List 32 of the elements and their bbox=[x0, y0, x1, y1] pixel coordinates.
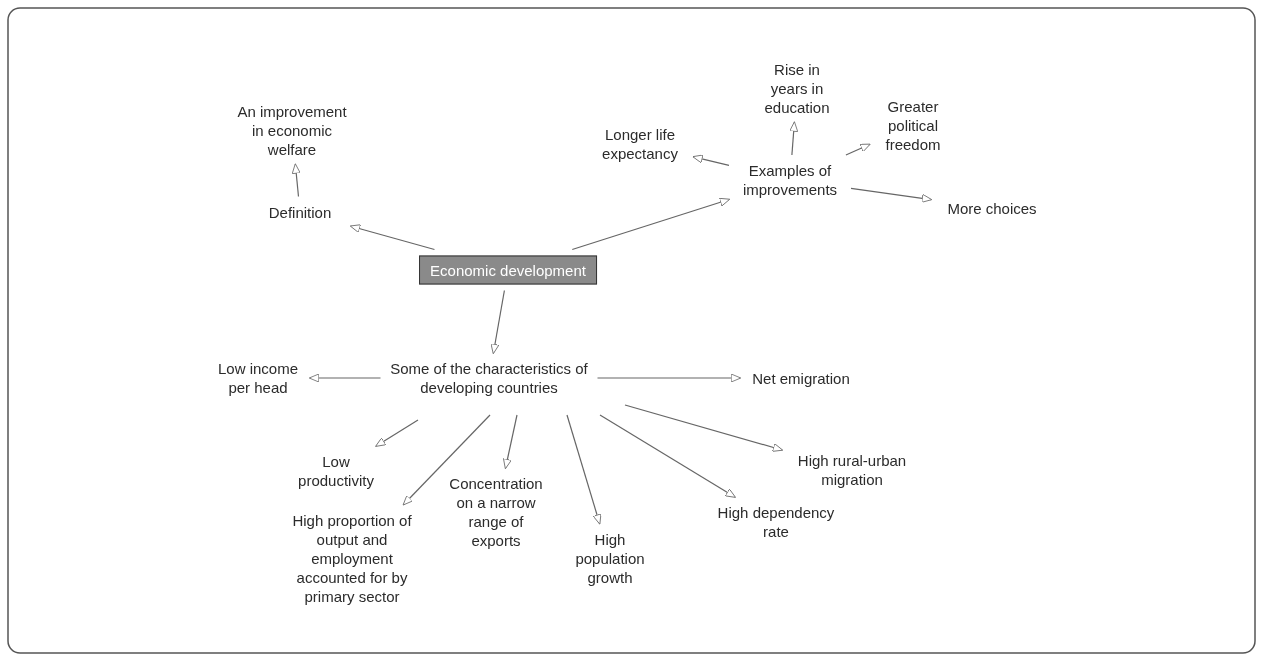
concept-label: High rural-urban migration bbox=[788, 451, 916, 489]
concept-label: Definition bbox=[255, 202, 345, 222]
concept-label: High proportion of output and employment accounted for by primary sector bbox=[284, 510, 420, 606]
arrow bbox=[566, 414, 602, 525]
arrow bbox=[599, 414, 736, 498]
concept-label: Greater political freedom bbox=[875, 96, 951, 154]
concept-label: Concentration on a narrow range of exports bbox=[443, 474, 549, 550]
concept-label: More choices bbox=[937, 198, 1047, 218]
arrow bbox=[375, 419, 419, 447]
concept-label: High population growth bbox=[567, 529, 653, 587]
arrow bbox=[789, 121, 799, 156]
concept-label: Net emigration bbox=[746, 368, 856, 388]
arrow bbox=[490, 289, 505, 355]
arrow bbox=[503, 414, 518, 470]
arrow bbox=[850, 187, 933, 203]
arrow bbox=[291, 163, 301, 198]
concept-label: Low income per head bbox=[212, 359, 304, 397]
arrow bbox=[692, 154, 730, 166]
concept-label: Some of the characteristics of developing countries bbox=[386, 359, 592, 397]
arrow bbox=[571, 197, 731, 251]
concept-label: Low productivity bbox=[291, 452, 381, 490]
arrow bbox=[308, 373, 382, 383]
arrow bbox=[402, 414, 491, 506]
concept-label: Longer life expectancy bbox=[592, 125, 688, 163]
arrow bbox=[349, 224, 436, 251]
topic-box: Economic development bbox=[419, 255, 597, 285]
arrow bbox=[624, 404, 784, 452]
concept-label: Rise in years in education bbox=[761, 59, 833, 117]
arrow bbox=[845, 143, 871, 156]
concept-label: Examples of improvements bbox=[735, 161, 845, 199]
concept-label: High dependency rate bbox=[717, 503, 835, 541]
concept-label: An improvement in economic welfare bbox=[233, 101, 351, 159]
